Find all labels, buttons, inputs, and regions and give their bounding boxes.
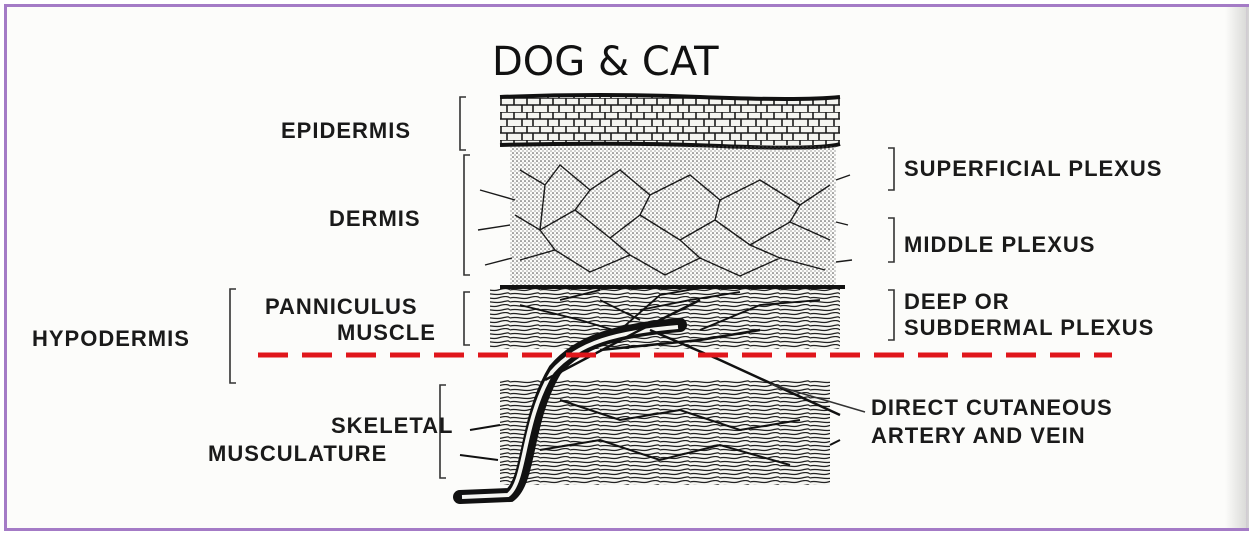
epidermis-layer xyxy=(499,93,841,150)
label-subdermal-plexus: SUBDERMAL PLEXUS xyxy=(904,315,1155,340)
label-artery-and-vein: ARTERY AND VEIN xyxy=(871,423,1086,448)
label-musculature: MUSCULATURE xyxy=(208,441,388,466)
label-epidermis: EPIDERMIS xyxy=(281,118,412,143)
label-deep-or: DEEP OR xyxy=(904,289,1010,314)
label-hypodermis: HYPODERMIS xyxy=(32,326,190,351)
label-muscle: MUSCLE xyxy=(337,320,436,345)
label-dermis: DERMIS xyxy=(329,206,421,231)
label-superficial-plexus: SUPERFICIAL PLEXUS xyxy=(904,156,1163,181)
label-panniculus: PANNICULUS xyxy=(265,294,418,319)
dermis-layer xyxy=(477,146,853,289)
diagram-title: DOG & CAT xyxy=(492,39,719,85)
page-edge-shadow xyxy=(1225,7,1249,528)
panniculus-layer xyxy=(490,287,840,349)
cutaneous-vessels xyxy=(453,298,841,504)
label-direct-cutaneous: DIRECT CUTANEOUS xyxy=(871,395,1113,420)
label-skeletal: SKELETAL xyxy=(331,413,454,438)
label-brackets xyxy=(229,96,895,479)
label-middle-plexus: MIDDLE PLEXUS xyxy=(904,232,1096,257)
skeletal-muscle-layer xyxy=(459,380,841,485)
